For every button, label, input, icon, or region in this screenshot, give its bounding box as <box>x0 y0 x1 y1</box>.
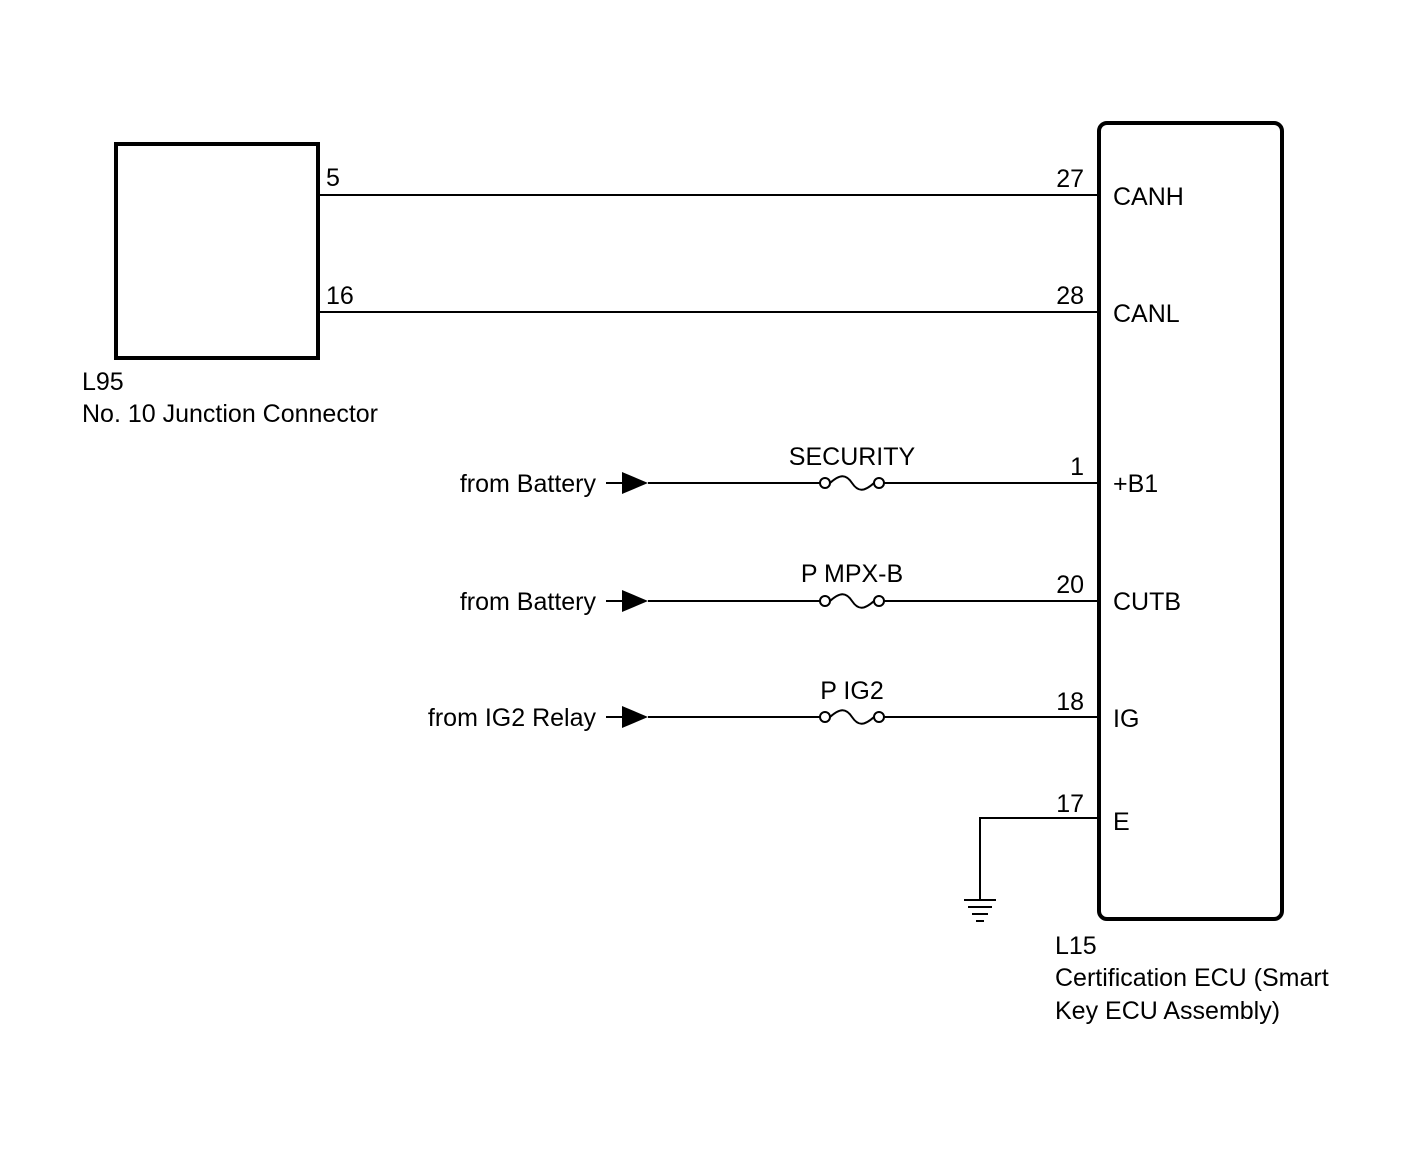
fuse-label-p-mpx-b: P MPX-B <box>801 560 903 588</box>
ecu-pin-17: 17 <box>1056 790 1084 818</box>
ecu-box <box>1097 121 1284 921</box>
junction-pin-5: 5 <box>326 164 340 192</box>
arrow-icon <box>622 472 648 494</box>
fuse-label-security: SECURITY <box>789 443 916 471</box>
junction-connector-code: L95 <box>82 368 124 396</box>
ecu-name-line1: Certification ECU (Smart <box>1055 964 1329 992</box>
ecu-terminal-e: E <box>1113 808 1130 836</box>
arrow-icon <box>622 590 648 612</box>
arrow-icon <box>622 706 648 728</box>
ecu-pin-1: 1 <box>1070 453 1084 481</box>
ecu-code: L15 <box>1055 932 1097 960</box>
ground-icon <box>964 899 996 922</box>
ecu-name-line2: Key ECU Assembly) <box>1055 997 1280 1025</box>
junction-connector-box <box>114 142 320 360</box>
ecu-pin-20: 20 <box>1056 571 1084 599</box>
fuse-icon <box>819 593 885 609</box>
ecu-terminal-b1: +B1 <box>1113 470 1158 498</box>
ecu-pin-28: 28 <box>1056 282 1084 310</box>
source-label-battery-1: from Battery <box>460 470 597 498</box>
junction-pin-16: 16 <box>326 282 354 310</box>
ecu-terminal-ig: IG <box>1113 705 1139 733</box>
ecu-pin-18: 18 <box>1056 688 1084 716</box>
source-label-battery-2: from Battery <box>460 588 597 616</box>
ecu-terminal-cutb: CUTB <box>1113 588 1181 616</box>
junction-connector-name: No. 10 Junction Connector <box>82 400 378 428</box>
fuse-icon <box>819 709 885 725</box>
ecu-pin-27: 27 <box>1056 165 1084 193</box>
fuse-label-p-ig2: P IG2 <box>820 677 883 705</box>
ecu-terminal-canh: CANH <box>1113 183 1184 211</box>
ecu-terminal-canl: CANL <box>1113 300 1180 328</box>
ground-wire <box>979 817 1099 900</box>
fuse-icon <box>819 475 885 491</box>
source-label-ig2-relay: from IG2 Relay <box>428 704 597 732</box>
